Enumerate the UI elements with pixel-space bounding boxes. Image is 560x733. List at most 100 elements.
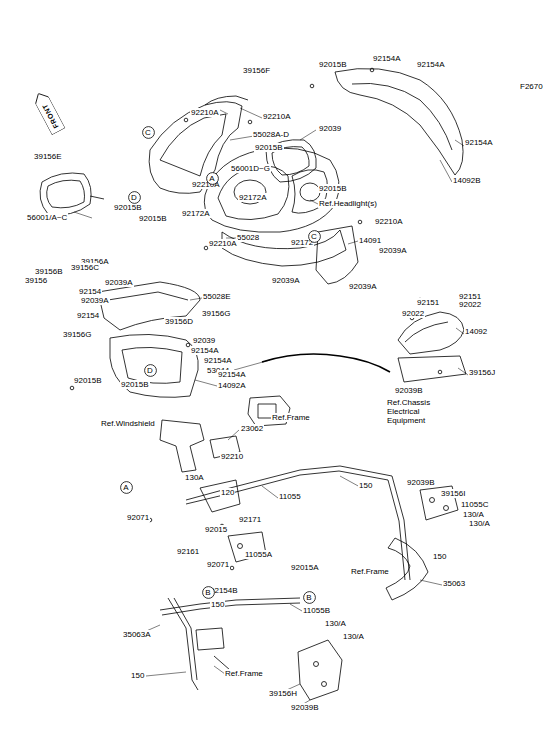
callout-number: 35063 xyxy=(442,579,466,588)
callout-number: 11055 xyxy=(278,492,302,501)
callout-number: 150 xyxy=(432,552,447,561)
callout-number: 92154A xyxy=(464,138,494,147)
circle-shape xyxy=(202,586,214,598)
callout-number: 55028 xyxy=(236,233,260,242)
circle-shape xyxy=(120,481,132,493)
upper-cowl xyxy=(149,102,242,194)
callout-number: 92071 xyxy=(126,513,150,522)
callout-number: 39156F xyxy=(242,66,271,75)
fasteners xyxy=(70,68,442,570)
callout-number: 39156C xyxy=(70,263,100,272)
cowl-edge xyxy=(108,292,188,300)
inner-cover xyxy=(316,226,358,284)
mirror-stem xyxy=(90,196,104,199)
side-cowl xyxy=(98,282,200,330)
reference-circle: D xyxy=(128,191,141,204)
callout-number: 92161 xyxy=(176,547,200,556)
callout-number: 92039B xyxy=(290,703,320,712)
callout-number: 92172A xyxy=(238,193,268,202)
callout-number: 92039A xyxy=(271,276,301,285)
stay-bracket xyxy=(386,538,428,600)
callout-number: 92154A xyxy=(372,54,402,63)
callout-number: 92154A xyxy=(416,60,446,69)
callout-number: Ref.Windshield xyxy=(100,419,156,428)
callout-number: 92151 xyxy=(416,298,440,307)
callout-number: 92154A xyxy=(217,370,247,379)
stay-bracket xyxy=(196,628,224,650)
callout-number: 92039A xyxy=(104,278,134,287)
callout-number: 92022 xyxy=(401,309,425,318)
stay-pipe xyxy=(186,466,410,580)
callout-number: 14091 xyxy=(358,236,382,245)
cowl-edge xyxy=(122,347,182,383)
seal xyxy=(262,354,390,372)
callout-number: 130/A xyxy=(462,510,485,519)
callout-number: 35063A xyxy=(122,630,152,639)
reference-letter: D xyxy=(128,191,141,204)
callout-number: 92015B xyxy=(120,380,150,389)
callout-number: 92154A xyxy=(203,356,233,365)
mirror-glass xyxy=(47,180,85,208)
callout-number: 92015B xyxy=(318,60,348,69)
callout-number: 14092B xyxy=(452,176,482,185)
front-arrow: FRONT xyxy=(31,89,64,134)
callout-number: 92210A xyxy=(190,108,220,117)
bracket xyxy=(298,640,342,700)
callout-number: 23062 xyxy=(240,424,264,433)
callout-number: 39156D xyxy=(164,317,194,326)
callout-number: 92210A xyxy=(374,217,404,226)
callout-number: 92015B xyxy=(138,214,168,223)
reference-circle: D xyxy=(144,364,157,377)
callout-number: Ref.Frame xyxy=(224,669,264,678)
reference-letter: A xyxy=(120,481,133,494)
callout-number: 92039A xyxy=(378,246,408,255)
circle-shape xyxy=(206,172,218,184)
callout-number: 39156E xyxy=(33,152,63,161)
callout-number: 11055A xyxy=(244,550,273,559)
circle-shape xyxy=(303,591,315,603)
callout-number: 92015B xyxy=(318,184,348,193)
reference-letter: D xyxy=(144,364,157,377)
reference-circle: C xyxy=(142,126,155,139)
callout-number: 55028A-D xyxy=(252,130,290,139)
circle-shape xyxy=(144,364,156,376)
callout-number: 55028E xyxy=(202,292,232,301)
bolt xyxy=(238,544,243,549)
callout-number: 150 xyxy=(130,671,145,680)
callout-number: 11055C xyxy=(460,500,489,509)
leader-lines xyxy=(74,108,468,706)
mirror xyxy=(40,173,91,215)
side-cowl xyxy=(398,312,464,354)
callout-number: F2670 xyxy=(519,82,544,91)
reference-circle: B xyxy=(202,586,215,599)
callout-number: 150 xyxy=(210,600,225,609)
inner-duct xyxy=(222,230,346,266)
callout-number: 39156 xyxy=(24,276,48,285)
bolt xyxy=(322,682,327,687)
stay-bracket xyxy=(200,480,240,512)
callout-number: 92039A xyxy=(348,282,378,291)
reference-letter: B xyxy=(303,591,316,604)
arrow-shape xyxy=(31,89,64,134)
reference-letter: A xyxy=(206,172,219,185)
upper-cowl xyxy=(335,68,463,175)
stay-pipe xyxy=(186,471,405,580)
callout-number: 11055B xyxy=(302,606,331,615)
side-cowl xyxy=(110,334,198,397)
stay-pipe xyxy=(160,598,300,615)
callout-number: 14092A xyxy=(217,381,247,390)
callout-number: 92022 xyxy=(458,300,482,309)
callout-number: 130/A xyxy=(342,632,365,641)
callout-number: 56001D~G xyxy=(230,164,271,173)
callout-number: 92154A xyxy=(190,346,220,355)
callout-number: 92015B xyxy=(254,143,284,152)
reference-letter: C xyxy=(142,126,155,139)
callout-number: 39156I xyxy=(440,489,466,498)
callout-number: 92172A xyxy=(181,209,211,218)
callout-number: 39156G xyxy=(62,330,92,339)
callout-number: Ref.Chassis Electrical Equipment xyxy=(386,398,440,425)
stay-pipe xyxy=(168,598,198,690)
reference-circle: A xyxy=(206,172,219,185)
callout-number: 56001/A~C xyxy=(26,213,68,222)
